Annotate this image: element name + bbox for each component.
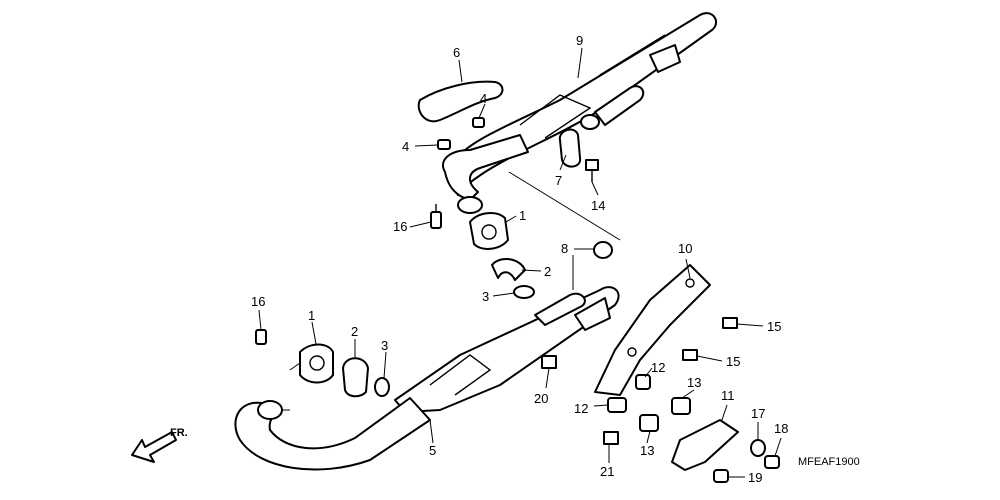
leader-lines xyxy=(258,47,782,478)
collar-part-8 xyxy=(593,241,613,259)
flange-part-1-lower xyxy=(299,343,334,384)
callout-5: 5 xyxy=(429,443,436,458)
collar-part-13-upper xyxy=(671,397,691,415)
callout-14: 14 xyxy=(591,198,605,213)
bolt-part-14 xyxy=(585,159,599,182)
callout-19: 19 xyxy=(748,470,762,485)
callout-4: 4 xyxy=(480,91,487,106)
direction-label: FR. xyxy=(170,427,188,439)
callout-2: 2 xyxy=(544,264,551,279)
bracket-part-10 xyxy=(594,264,711,396)
callout-16: 16 xyxy=(393,219,407,234)
bolt-part-20 xyxy=(541,355,557,369)
callout-3: 3 xyxy=(482,289,489,304)
flange-part-1-upper xyxy=(469,212,509,250)
callout-21: 21 xyxy=(600,464,614,479)
callout-13: 13 xyxy=(640,443,654,458)
heat-guard-part-6 xyxy=(417,80,504,123)
gasket-part-3-lower xyxy=(374,377,390,397)
callout-9: 9 xyxy=(576,33,583,48)
clip-part-4-left xyxy=(437,139,451,150)
callout-10: 10 xyxy=(678,241,692,256)
callout-1: 1 xyxy=(519,208,526,223)
gasket-part-3-upper xyxy=(513,285,535,299)
callout-12: 12 xyxy=(651,360,665,375)
lower-exhaust-pipe xyxy=(234,397,431,471)
callout-16: 16 xyxy=(251,294,265,309)
clip-part-4-upper xyxy=(472,117,485,128)
cotter-part-2-lower xyxy=(342,357,369,398)
lower-muffler-part-5 xyxy=(394,286,620,413)
nut-part-19 xyxy=(713,469,729,483)
callout-15: 15 xyxy=(726,354,740,369)
collar-part-12-lower xyxy=(607,397,627,413)
callout-8: 8 xyxy=(561,241,568,256)
stud-part-16-lower xyxy=(255,329,267,345)
upper-exhaust-pipe xyxy=(442,134,529,214)
callout-3: 3 xyxy=(381,338,388,353)
callout-2: 2 xyxy=(351,324,358,339)
callout-15: 15 xyxy=(767,319,781,334)
callout-18: 18 xyxy=(774,421,788,436)
bolt-part-15-upper xyxy=(722,317,738,329)
band-clamp-part-7 xyxy=(558,128,582,168)
callout-4: 4 xyxy=(402,139,409,154)
callout-11: 11 xyxy=(721,388,735,403)
nut-part-18 xyxy=(764,455,780,469)
stud-part-16-upper xyxy=(430,204,442,229)
callout-6: 6 xyxy=(453,45,460,60)
callout-13: 13 xyxy=(687,375,701,390)
collar-part-12-upper xyxy=(635,374,651,390)
bolt-part-21 xyxy=(603,431,619,445)
callout-20: 20 xyxy=(534,391,548,406)
bolt-part-15-lower xyxy=(682,349,698,361)
collar-part-13-lower xyxy=(639,414,659,432)
callout-17: 17 xyxy=(751,406,765,421)
callout-12: 12 xyxy=(574,401,588,416)
washer-part-17 xyxy=(750,439,766,457)
diagram-code: MFEAF1900 xyxy=(798,456,860,468)
bracket-part-11 xyxy=(671,419,739,471)
callout-7: 7 xyxy=(555,173,562,188)
front-direction-arrow: FR. xyxy=(131,427,188,463)
cotter-part-2-upper xyxy=(491,258,526,281)
callout-1: 1 xyxy=(308,308,315,323)
callout-labels: 6 9 4 4 7 14 16 1 8 2 3 10 16 1 2 3 15 1… xyxy=(251,33,788,485)
